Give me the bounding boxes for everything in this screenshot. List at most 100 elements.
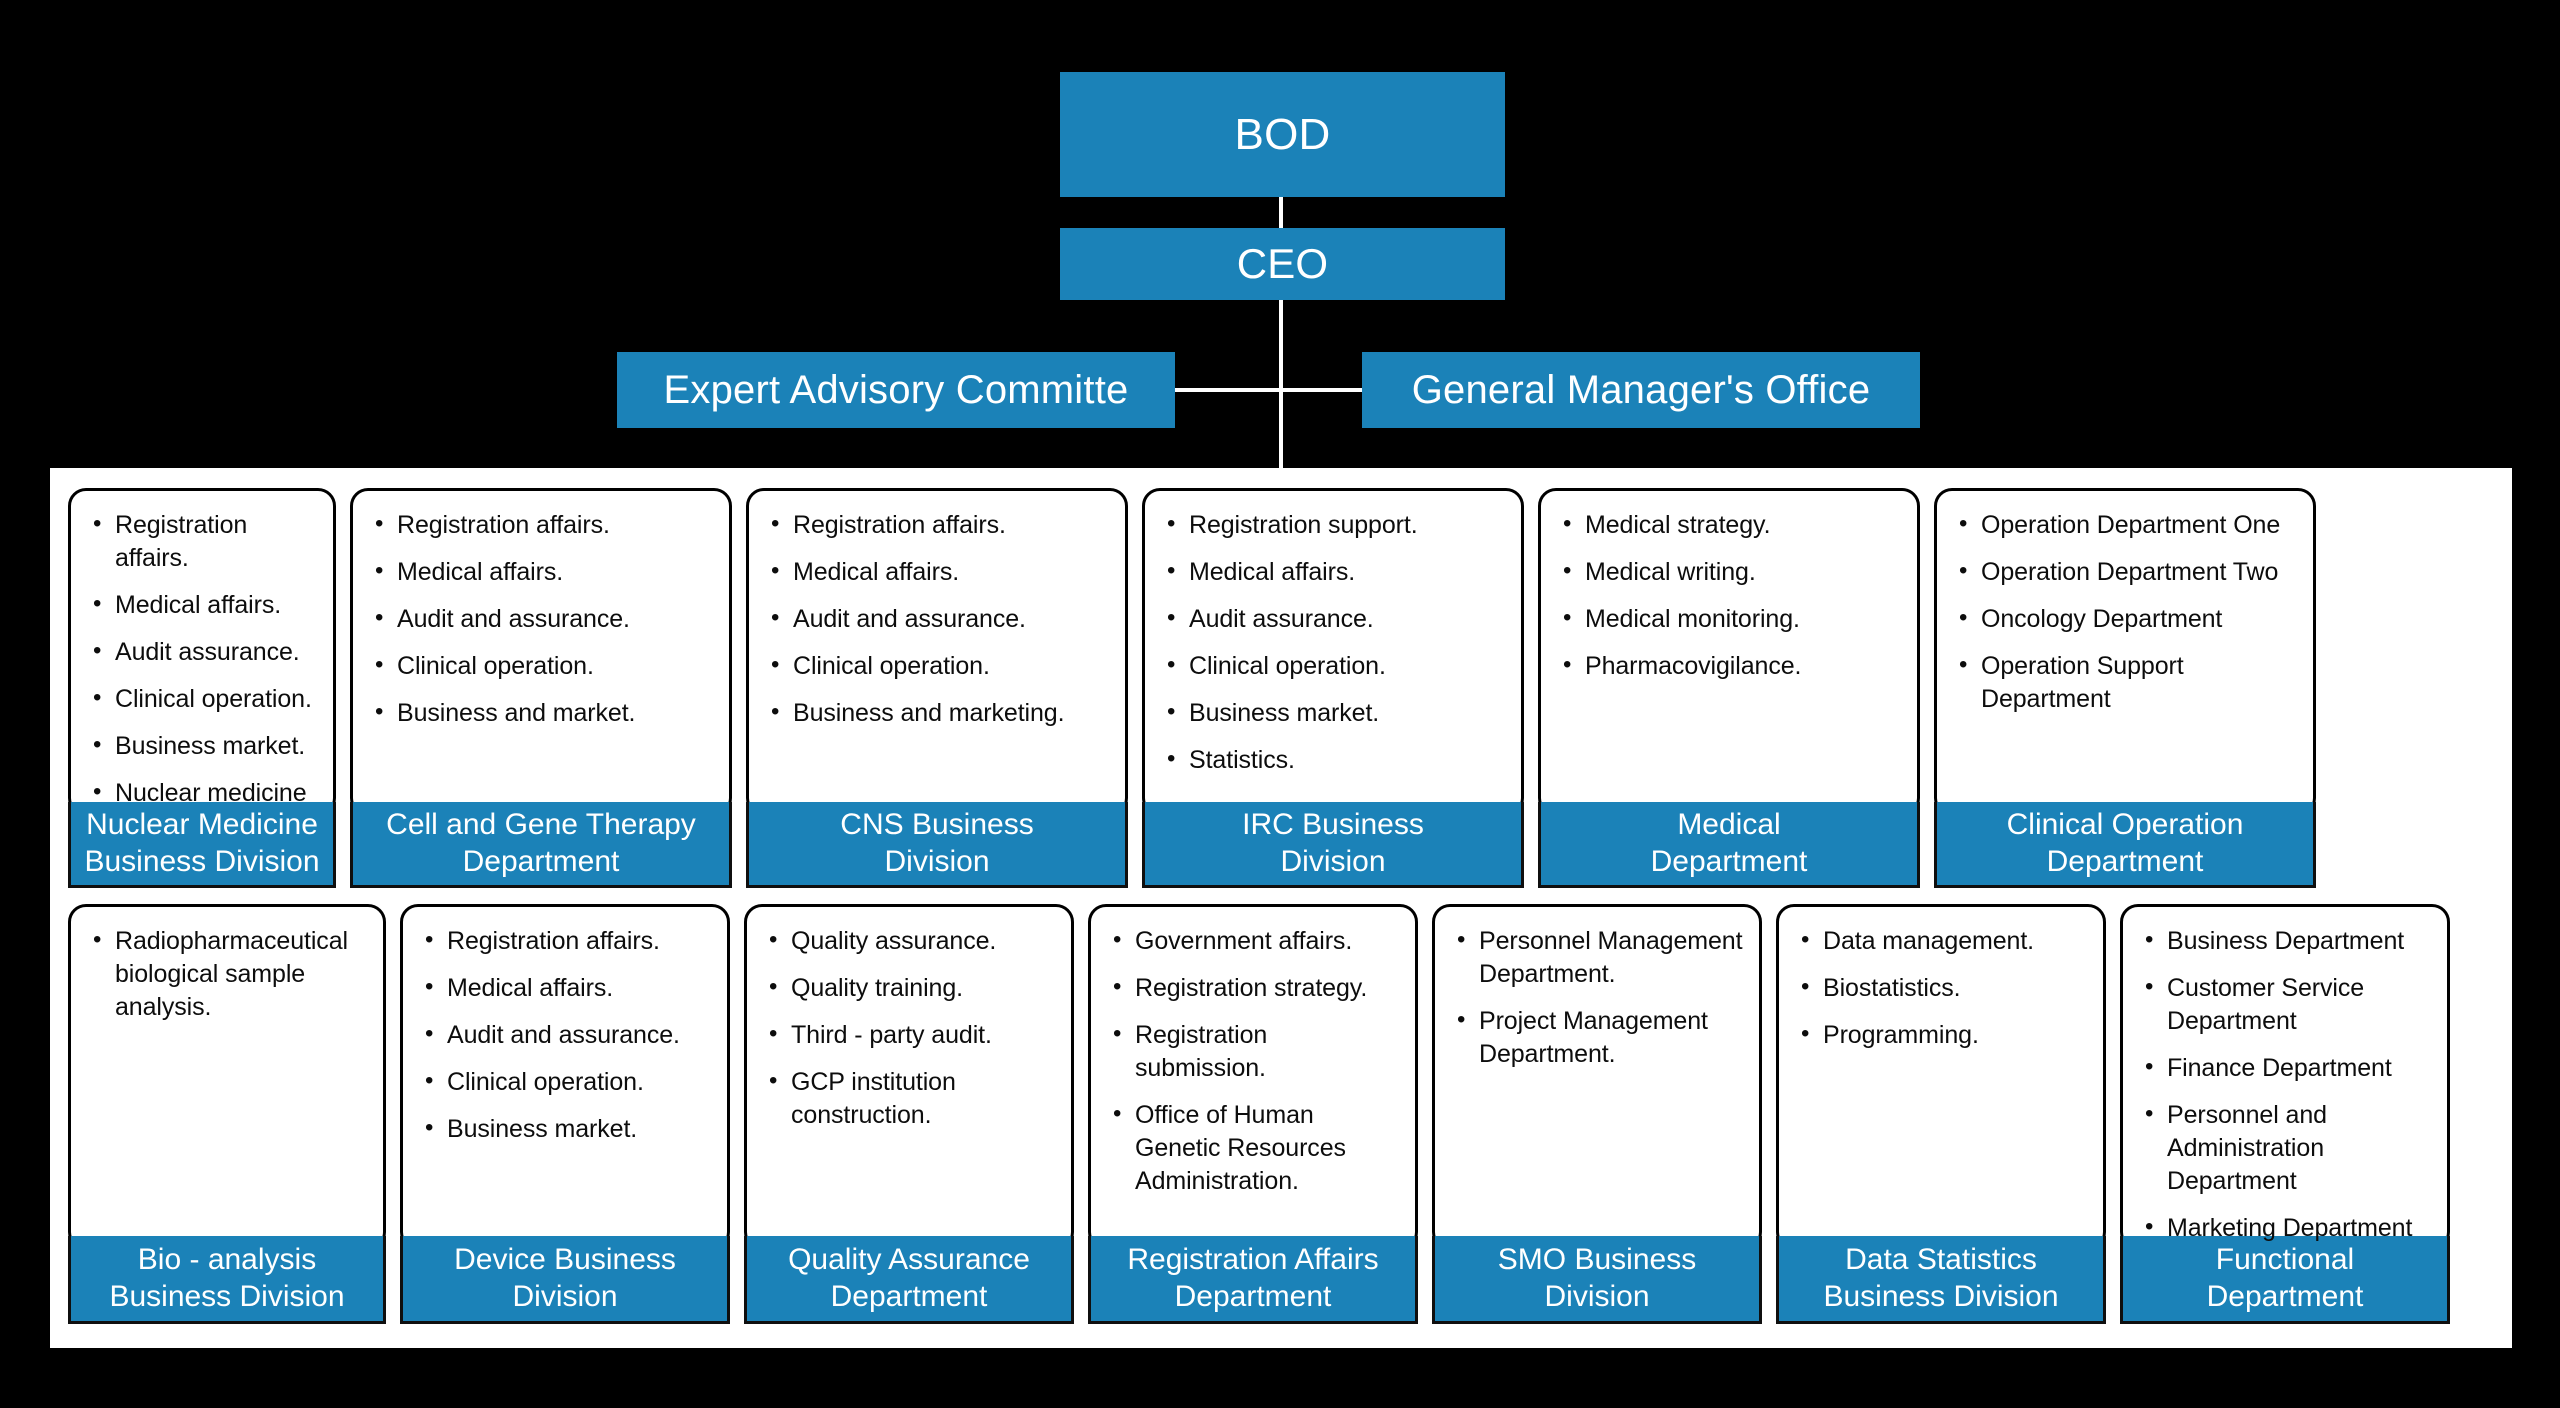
department-card-title[interactable]: Registration Affairs Department: [1088, 1236, 1418, 1324]
department-card-body: Registration affairs. Medical affairs. Aud…: [350, 488, 732, 816]
connector-to-expert-advisory: [1175, 388, 1281, 392]
department-card-title[interactable]: SMO Business Division: [1432, 1236, 1762, 1324]
department-card-title-label: Registration Affairs Department: [1127, 1242, 1379, 1313]
department-card[interactable]: Data management.Biostatistics.Programmin…: [1776, 904, 2106, 1324]
department-function-item: Audit and assurance.: [375, 602, 715, 636]
department-function-item: Medical affairs.: [771, 555, 1111, 589]
department-card-title-label: Clinical Operation Department: [2006, 807, 2244, 878]
department-function-list: Quality assurance.Quality training.Third…: [757, 924, 1057, 1132]
department-function-item: Finance Department: [2145, 1051, 2433, 1085]
department-function-item: Clinical operation.: [425, 1065, 713, 1099]
department-card-body: Radiopharmaceutical biological sample an…: [68, 904, 386, 1250]
department-function-item: Oncology Department: [1959, 602, 2299, 636]
department-card-body: Registration support.Medical affairs.Aud…: [1142, 488, 1524, 816]
department-function-item: Medical writing.: [1563, 555, 1903, 589]
node-bod[interactable]: BOD: [1060, 72, 1505, 197]
department-function-item: Nuclear medicine ecosystem.: [93, 776, 319, 813]
department-function-item: Audit and assurance.: [425, 1018, 713, 1052]
department-card[interactable]: Quality assurance.Quality training.Third…: [744, 904, 1074, 1324]
department-card[interactable]: Radiopharmaceutical biological sample an…: [68, 904, 386, 1324]
department-function-item: Audit assurance.: [1167, 602, 1507, 636]
department-function-item: Medical affairs.: [425, 971, 713, 1005]
department-function-item: Government affairs.: [1113, 924, 1401, 958]
department-function-item: Medical affairs.: [93, 588, 319, 622]
department-card-title-label: Data Statistics Business Division: [1823, 1242, 2059, 1313]
connector-to-general-manager-office: [1281, 388, 1364, 392]
department-function-item: Registration submission.: [1113, 1018, 1401, 1085]
department-function-item: Business market.: [1167, 696, 1507, 730]
department-card-title-label: SMO Business Division: [1497, 1242, 1697, 1313]
department-function-item: Business market.: [425, 1112, 713, 1146]
department-card-title[interactable]: Functional Department: [2120, 1236, 2450, 1324]
department-card[interactable]: Operation Department OneOperation Depart…: [1934, 488, 2316, 888]
department-card-body: Quality assurance.Quality training.Third…: [744, 904, 1074, 1250]
department-card-title[interactable]: IRC Business Division: [1142, 802, 1524, 888]
departments-panel: Registration affairs. Medical affairs. Aud…: [50, 468, 2512, 1348]
department-function-item: Quality assurance.: [769, 924, 1057, 958]
department-card-title[interactable]: Data Statistics Business Division: [1776, 1236, 2106, 1324]
department-card[interactable]: Registration support.Medical affairs.Aud…: [1142, 488, 1524, 888]
department-function-item: Operation Support Department: [1959, 649, 2299, 716]
department-card[interactable]: Medical strategy. Medical writing. Medical…: [1538, 488, 1920, 888]
department-function-list: Registration affairs.Medical affairs.Aud…: [413, 924, 713, 1146]
department-card[interactable]: Government affairs.Registration strategy…: [1088, 904, 1418, 1324]
department-function-item: Operation Department Two: [1959, 555, 2299, 589]
department-function-item: Radiopharmaceutical biological sample an…: [93, 924, 369, 1024]
department-function-list: Government affairs.Registration strategy…: [1101, 924, 1401, 1198]
department-card[interactable]: Registration affairs. Medical affairs. Aud…: [68, 488, 336, 888]
department-function-item: Business and market.: [375, 696, 715, 730]
department-function-item: Medical affairs.: [375, 555, 715, 589]
department-card-title[interactable]: Device Business Division: [400, 1236, 730, 1324]
department-function-item: Registration affairs.: [375, 508, 715, 542]
department-card[interactable]: Registration affairs.Medical affairs.Aud…: [400, 904, 730, 1324]
department-card-body: Business DepartmentCustomer Service Depa…: [2120, 904, 2450, 1250]
department-function-item: Clinical operation.: [375, 649, 715, 683]
department-card[interactable]: Business DepartmentCustomer Service Depa…: [2120, 904, 2450, 1324]
department-function-list: Data management.Biostatistics.Programmin…: [1789, 924, 2089, 1052]
department-function-item: Personnel and Administration Department: [2145, 1098, 2433, 1198]
department-card-title-label: Bio - analysis Business Division: [109, 1242, 345, 1313]
department-card-body: Personnel Management Department.Project …: [1432, 904, 1762, 1250]
department-card[interactable]: Personnel Management Department.Project …: [1432, 904, 1762, 1324]
department-function-item: Business and marketing.: [771, 696, 1111, 730]
department-function-item: Medical strategy.: [1563, 508, 1903, 542]
department-card-title[interactable]: Clinical Operation Department: [1934, 802, 2316, 888]
department-function-item: Data management.: [1801, 924, 2089, 958]
department-function-item: Quality training.: [769, 971, 1057, 1005]
department-card-body: Medical strategy. Medical writing. Medical…: [1538, 488, 1920, 816]
department-function-list: Registration support.Medical affairs.Aud…: [1155, 508, 1507, 777]
department-function-item: Marketing Department: [2145, 1211, 2433, 1245]
node-general-managers-office-label: General Manager's Office: [1411, 367, 1871, 412]
hierarchy-top-section: BOD CEO Expert Advisory Committe General…: [0, 0, 2560, 470]
department-function-item: Project Management Department.: [1457, 1004, 1745, 1071]
department-card-title[interactable]: Cell and Gene Therapy Department: [350, 802, 732, 888]
department-card-body: Government affairs.Registration strategy…: [1088, 904, 1418, 1250]
department-function-item: Registration affairs.: [93, 508, 319, 575]
node-general-managers-office[interactable]: General Manager's Office: [1362, 352, 1920, 428]
department-card[interactable]: Registration affairs.Medical affairs.Aud…: [746, 488, 1128, 888]
department-function-item: Biostatistics.: [1801, 971, 2089, 1005]
department-card-body: Registration affairs. Medical affairs. Aud…: [68, 488, 336, 816]
department-function-list: Registration affairs. Medical affairs. Aud…: [81, 508, 319, 813]
department-function-item: Medical affairs.: [1167, 555, 1507, 589]
department-card-title-label: Device Business Division: [454, 1242, 676, 1313]
department-card-title[interactable]: Medical Department: [1538, 802, 1920, 888]
department-function-item: Clinical operation.: [93, 682, 319, 716]
department-function-list: Registration affairs.Medical affairs.Aud…: [759, 508, 1111, 730]
department-card-title[interactable]: Quality Assurance Department: [744, 1236, 1074, 1324]
department-function-item: Pharmacovigilance.: [1563, 649, 1903, 683]
connector-bod-to-ceo: [1279, 197, 1283, 228]
department-function-item: Medical monitoring.: [1563, 602, 1903, 636]
node-ceo-label: CEO: [1236, 240, 1329, 287]
department-card[interactable]: Registration affairs. Medical affairs. Aud…: [350, 488, 732, 888]
department-function-item: Operation Department One: [1959, 508, 2299, 542]
node-ceo[interactable]: CEO: [1060, 228, 1505, 300]
department-card-title[interactable]: Nuclear Medicine Business Division: [68, 802, 336, 888]
department-card-title-label: CNS Business Division: [840, 807, 1034, 878]
department-card-title[interactable]: Bio - analysis Business Division: [68, 1236, 386, 1324]
node-expert-advisory-committe[interactable]: Expert Advisory Committe: [617, 352, 1175, 428]
department-function-item: Audit assurance.: [93, 635, 319, 669]
node-expert-advisory-label: Expert Advisory Committe: [663, 367, 1129, 412]
department-card-title[interactable]: CNS Business Division: [746, 802, 1128, 888]
